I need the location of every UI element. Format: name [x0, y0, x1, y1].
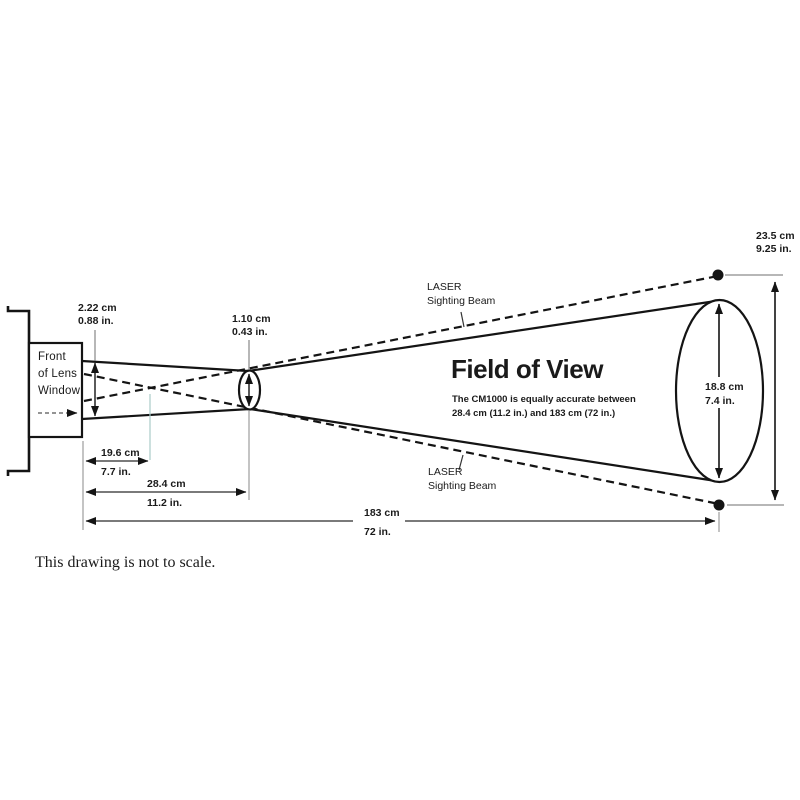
laser-bottom-line1: LASER — [428, 466, 463, 478]
spot-size-cm: 18.8 cm — [705, 381, 744, 393]
field-of-view-title: Field of View — [451, 354, 603, 384]
subtitle-line2: 28.4 cm (11.2 in.) and 183 cm (72 in.) — [452, 407, 616, 419]
cross-distance-dimension-label: 19.6 cm 7.7 in. — [101, 447, 140, 478]
beam-waist-dimension-label: 1.10 cm 0.43 in. — [232, 313, 271, 339]
laser-beam-dashed-lower — [83, 372, 720, 506]
max-distance-cm: 183 cm — [364, 507, 400, 519]
max-distance-dimension-label: 183 cm 72 in. — [364, 507, 400, 538]
fov-edge-upper — [81, 299, 717, 373]
laser-spread-cm: 23.5 cm — [756, 230, 795, 242]
beam-waist-cm: 1.10 cm — [232, 313, 271, 325]
lens-window-label-line2: of Lens — [38, 368, 78, 380]
lens-window-box — [27, 341, 84, 439]
window-height-dimension-label: 2.22 cm 0.88 in. — [78, 302, 117, 328]
laser-endpoint-dot-top — [712, 269, 724, 281]
lens-window-label-line3: Window — [38, 385, 81, 397]
laser-beam-dashed-upper — [83, 274, 719, 403]
laser-spread-dimension-label: 23.5 cm 9.25 in. — [756, 230, 795, 256]
spot-size-in: 7.4 in. — [705, 395, 735, 407]
lens-window-label-line1: Front — [38, 351, 66, 363]
window-height-in: 0.88 in. — [78, 315, 114, 327]
cross-distance-cm: 19.6 cm — [101, 447, 140, 459]
min-distance-in: 11.2 in. — [147, 497, 183, 509]
min-distance-dimension-label: 28.4 cm 11.2 in. — [147, 478, 186, 509]
laser-bottom-line2: Sighting Beam — [428, 480, 497, 492]
window-height-cm: 2.22 cm — [78, 302, 117, 314]
cross-distance-in: 7.7 in. — [101, 466, 131, 478]
laser-sighting-beam-label-top: LASER Sighting Beam — [427, 280, 495, 308]
laser-spread-in: 9.25 in. — [756, 243, 792, 255]
spot-ellipse — [674, 298, 765, 484]
max-distance-in: 72 in. — [364, 526, 391, 538]
lens-window-label: Front of Lens Window — [38, 349, 80, 400]
min-distance-cm: 28.4 cm — [147, 478, 186, 490]
laser-top-line1: LASER — [427, 281, 462, 293]
laser-sighting-beam-label-bottom: LASER Sighting Beam — [428, 465, 496, 493]
not-to-scale-note: This drawing is not to scale. — [35, 554, 216, 571]
device-body-outline — [6, 306, 31, 476]
laser-bottom-leader-line — [458, 454, 464, 471]
laser-top-leader-line — [460, 311, 465, 328]
field-of-view-subtitle: The CM1000 is equally accurate between 2… — [452, 393, 636, 420]
subtitle-line1: The CM1000 is equally accurate between — [452, 394, 636, 405]
beam-waist-in: 0.43 in. — [232, 326, 268, 338]
laser-endpoint-dot-bottom — [713, 499, 725, 511]
spot-size-dimension-label: 18.8 cm 7.4 in. — [705, 380, 744, 408]
laser-top-line2: Sighting Beam — [427, 295, 496, 307]
